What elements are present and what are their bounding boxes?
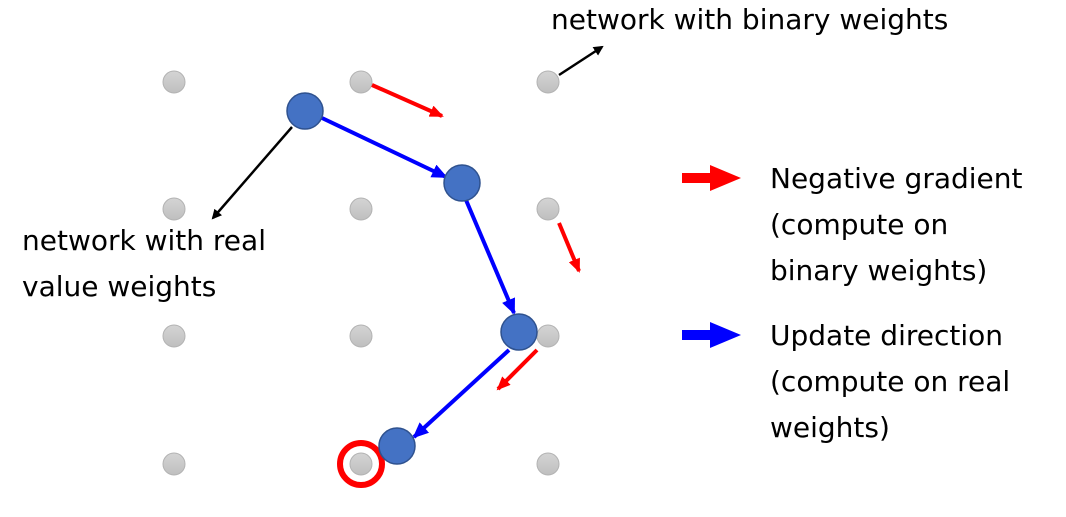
selected-binary-point-ring <box>337 440 385 488</box>
binary-annotation-arrow <box>558 45 604 77</box>
real-weight-node <box>286 92 324 130</box>
grid-dot <box>349 324 373 348</box>
grid-dot <box>162 197 186 221</box>
grid-dot <box>536 197 560 221</box>
real-annotation-arrow <box>211 126 293 220</box>
grid-dot <box>162 70 186 94</box>
grid-dot <box>349 197 373 221</box>
grid-dot <box>162 324 186 348</box>
grid-dot <box>349 70 373 94</box>
gradient-arrow <box>371 83 444 118</box>
gradient-arrow <box>557 222 581 273</box>
real-network-label: network with real value weights <box>22 224 266 303</box>
grid-dot <box>349 452 373 476</box>
gradient-arrow <box>496 348 539 391</box>
update-arrow <box>321 116 448 179</box>
grid-dot <box>536 324 560 348</box>
binary-grid <box>162 70 560 476</box>
legend-negative-gradient-arrow <box>682 165 741 191</box>
binary-network-label: network with binary weights <box>551 3 949 36</box>
update-arrow <box>412 348 511 439</box>
grid-dot <box>536 70 560 94</box>
update-arrow <box>464 199 516 315</box>
legend-update-direction-text: Update direction (compute on real weight… <box>770 319 1011 444</box>
real-weight-node <box>443 164 481 202</box>
real-weight-node <box>500 313 538 351</box>
legend-negative-gradient-text: Negative gradient (compute on binary wei… <box>770 162 1023 287</box>
real-weight-node <box>378 427 416 465</box>
legend-update-direction-arrow <box>682 322 741 348</box>
grid-dot <box>536 452 560 476</box>
grid-dot <box>162 452 186 476</box>
